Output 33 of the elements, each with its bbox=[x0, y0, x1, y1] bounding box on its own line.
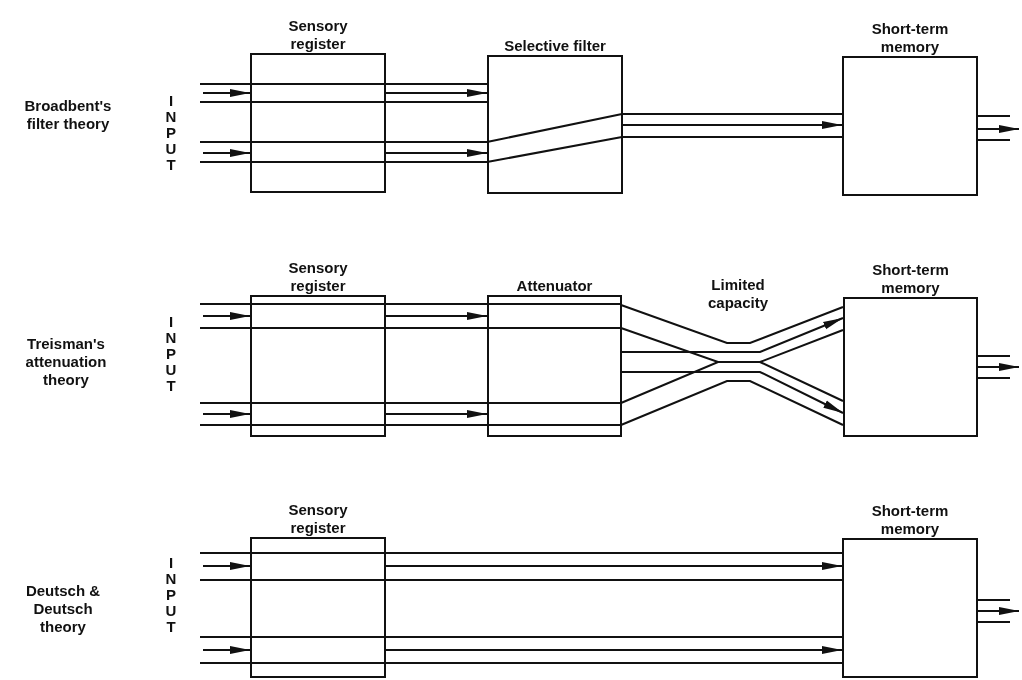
text-label: Deutsch & Deutsch theory bbox=[24, 582, 102, 636]
channel-arrow bbox=[621, 317, 844, 353]
box-heading: Selective filter bbox=[503, 37, 607, 55]
box-heading: Sensory register bbox=[287, 259, 349, 295]
channel-arrow bbox=[202, 562, 251, 570]
channel-arrow bbox=[385, 410, 488, 418]
channel-arrow bbox=[202, 312, 251, 320]
channel-arrow bbox=[385, 149, 488, 157]
channel-arrow bbox=[385, 646, 843, 654]
channel-arrow bbox=[621, 371, 844, 414]
channel-arrow bbox=[977, 363, 1020, 371]
channel-arrow bbox=[202, 89, 251, 97]
vertical-label: INPUT bbox=[165, 314, 177, 394]
channel-arrow bbox=[202, 646, 251, 654]
box-heading: Attenuator bbox=[515, 277, 594, 295]
channel-arrow bbox=[385, 312, 488, 320]
text-label: Treisman's attenuation theory bbox=[24, 335, 108, 389]
channel-arrow bbox=[385, 562, 843, 570]
vertical-label: INPUT bbox=[165, 93, 177, 173]
channel-arrow bbox=[977, 607, 1020, 615]
channel-arrow bbox=[385, 89, 488, 97]
text-label: Limited capacity bbox=[706, 276, 769, 312]
vertical-label: INPUT bbox=[165, 555, 177, 635]
channel-arrow bbox=[977, 125, 1020, 133]
box-heading: Short-term memory bbox=[871, 261, 950, 297]
box-heading: Short-term memory bbox=[870, 502, 950, 538]
box-heading: Sensory register bbox=[287, 17, 349, 53]
channel-arrow bbox=[202, 149, 251, 157]
channel-arrow bbox=[202, 410, 251, 418]
channel-arrow bbox=[622, 121, 843, 129]
text-label: Broadbent's filter theory bbox=[23, 97, 113, 133]
box-heading: Sensory register bbox=[287, 501, 349, 537]
box-heading: Short-term memory bbox=[870, 20, 950, 56]
